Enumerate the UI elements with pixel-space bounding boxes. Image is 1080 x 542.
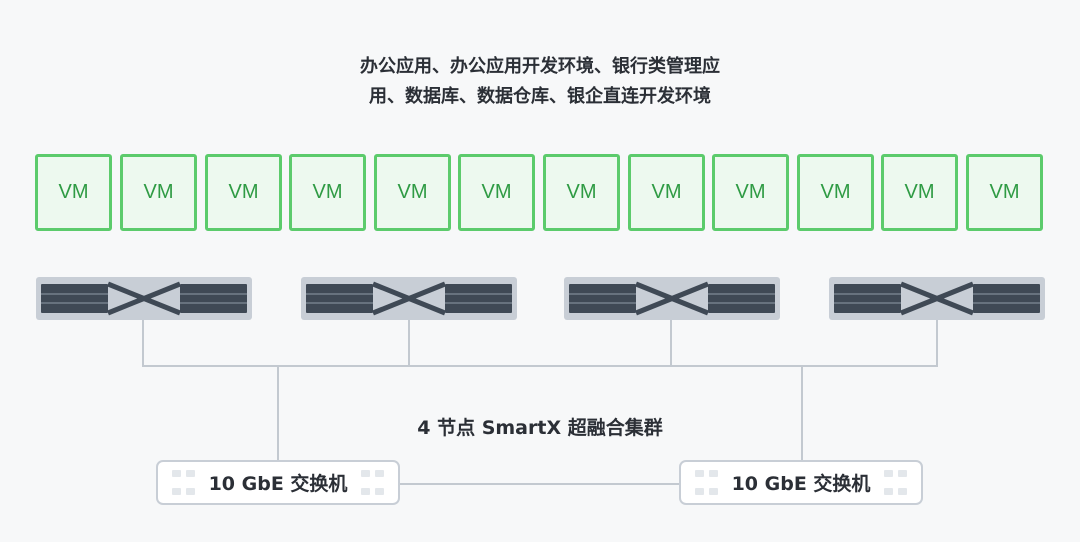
server-icon [36,277,252,320]
vm-box: VM [35,154,112,231]
switch-icon [679,460,923,505]
vm-box: VM [797,154,874,231]
vm-box: VM [881,154,958,231]
vm-box: VM [374,154,451,231]
vm-box: VM [289,154,366,231]
cluster-label: 4 节点 SmartX 超融合集群 [417,417,663,439]
switch-label: 10 GbE 交换机 [731,473,871,495]
server-icon [564,277,780,320]
vm-box: VM [458,154,535,231]
vm-box: VM [205,154,282,231]
server-icon [829,277,1045,320]
switch-box: 10 GbE 交换机 [156,460,400,505]
switch-label: 10 GbE 交换机 [208,473,348,495]
vm-box: VM [712,154,789,231]
vm-box: VM [628,154,705,231]
vm-box: VM [543,154,620,231]
caption-line-2: 用、数据库、数据仓库、银企直连开发环境 [369,86,711,107]
vm-box: VM [966,154,1043,231]
caption-line-1: 办公应用、办公应用开发环境、银行类管理应 [360,56,720,77]
server-icon [301,277,517,320]
switch-icon [156,460,400,505]
switch-box: 10 GbE 交换机 [679,460,923,505]
vm-box: VM [120,154,197,231]
server-bus-line [142,320,938,367]
